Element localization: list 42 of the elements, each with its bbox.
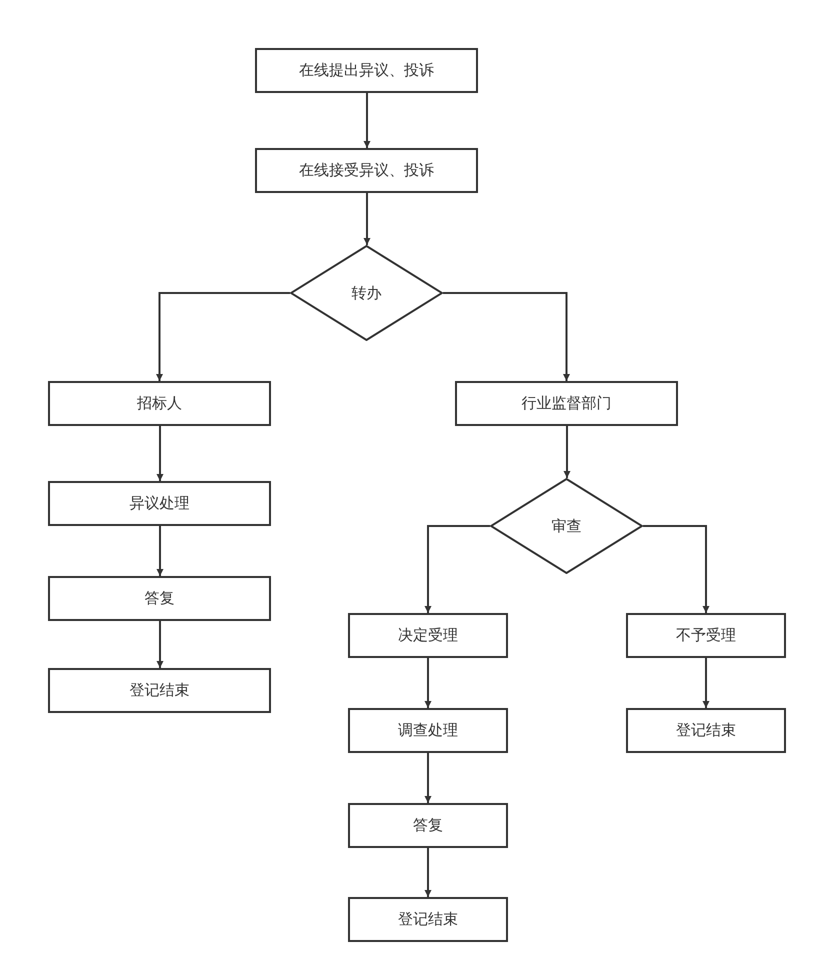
process-box [348, 613, 508, 658]
arrow [156, 526, 164, 576]
process-box [48, 668, 271, 713]
arrow [443, 292, 570, 381]
process-box [48, 576, 271, 621]
node-label: 招标人 [137, 394, 182, 413]
process-box [48, 481, 271, 526]
node-label: 调查处理 [398, 721, 458, 740]
arrow [364, 93, 370, 148]
arrow [156, 292, 290, 381]
node-label: 答复 [413, 816, 443, 835]
node-label: 异议处理 [130, 494, 190, 513]
node-label: 答复 [144, 589, 174, 608]
node-label: 转办 [352, 284, 382, 302]
node-label: 审查 [552, 516, 582, 536]
arrow [424, 525, 490, 613]
process-box [255, 48, 478, 93]
arrow [564, 426, 570, 478]
process-box [255, 148, 478, 193]
arrow [643, 525, 710, 613]
arrow [702, 658, 710, 708]
process-box [48, 381, 271, 426]
process-box [626, 708, 786, 753]
node-label: 不予受理 [676, 626, 736, 645]
node-label: 登记结束 [130, 681, 190, 700]
arrow [156, 426, 164, 481]
arrow [424, 658, 432, 708]
arrow [156, 621, 164, 668]
process-box [455, 381, 678, 426]
node-label: 在线接受异议、投诉 [299, 161, 434, 180]
node-label: 行业监督部门 [522, 394, 612, 413]
process-box [626, 613, 786, 658]
node-label: 在线提出异议、投诉 [299, 61, 434, 80]
process-box [348, 803, 508, 848]
node-label: 决定受理 [398, 626, 458, 645]
process-box [348, 897, 508, 942]
arrow [364, 193, 370, 245]
arrow [424, 753, 432, 803]
node-label: 登记结束 [398, 910, 458, 929]
node-label: 登记结束 [676, 721, 736, 740]
process-box [348, 708, 508, 753]
arrow [424, 848, 432, 897]
